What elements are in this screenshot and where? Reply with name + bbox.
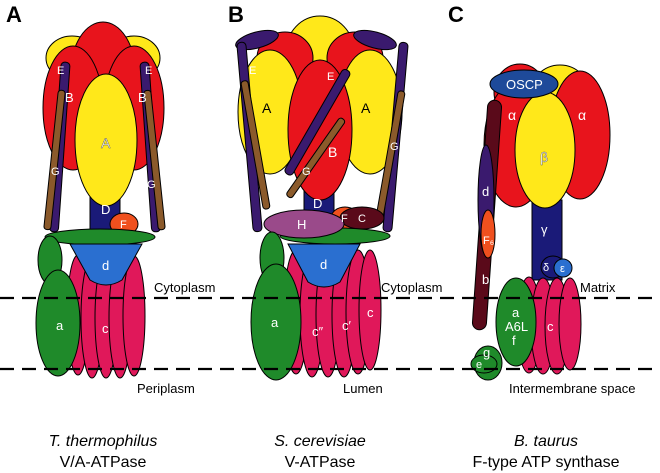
b-subunit-d-blue — [287, 243, 361, 288]
c-label-a: a — [512, 305, 520, 320]
c-label-g: g — [483, 345, 490, 360]
b-subunit-g-diagonal — [286, 117, 346, 199]
panel-c-letter: C — [448, 2, 464, 27]
c-label-beta: β — [540, 149, 548, 165]
c-caption-species: B. taurus — [514, 433, 578, 450]
a-region-top: Cytoplasm — [154, 280, 215, 295]
a-caption-enzyme: V/A-ATPase — [60, 454, 147, 471]
b-label-c-d: c′ — [342, 318, 352, 333]
b-region-bottom: Lumen — [343, 381, 383, 396]
c-region-bottom: Intermembrane space — [509, 381, 635, 396]
c-subunit-f6 — [480, 209, 496, 259]
c-region-top: Matrix — [580, 280, 616, 295]
a-label-d-blue: d — [102, 258, 109, 273]
a-subunit-d-blue — [69, 243, 143, 286]
c-label-a6l: A6L — [505, 319, 528, 334]
b-caption-enzyme: V-ATPase — [285, 454, 356, 471]
b-c-ring-6 — [358, 249, 382, 371]
a-label-a-green: a — [56, 318, 64, 333]
a-label-c: c — [102, 321, 109, 336]
b-subunit-g-left — [240, 80, 271, 210]
c-label-f6: F₆ — [483, 235, 494, 247]
c-c-ring-4 — [558, 277, 582, 371]
b-label-c: c — [367, 305, 374, 320]
c-label-oscp: OSCP — [506, 77, 543, 92]
a-label-b-left: B — [65, 90, 74, 105]
a-region-bottom: Periplasm — [137, 381, 195, 396]
b-label-g-right: G — [390, 141, 399, 153]
b-label-c-upper: C — [358, 213, 366, 225]
c-label-c: c — [547, 319, 554, 334]
b-label-e-left: E — [249, 65, 256, 77]
b-label-d-blue: d — [320, 257, 327, 272]
a-label-a: A — [101, 135, 111, 151]
a-label-g-right: G — [147, 179, 156, 191]
b-label-a-green: a — [271, 315, 279, 330]
c-label-epsilon: ε — [560, 263, 565, 275]
b-subunit-h — [263, 209, 345, 239]
a-caption-species: T. thermophilus — [49, 433, 158, 450]
b-caption-species: S. cerevisiae — [274, 433, 366, 450]
b-label-a-right: A — [361, 100, 371, 116]
c-subunit-epsilon — [553, 258, 573, 278]
c-label-e: e — [476, 359, 482, 371]
b-subunit-a — [250, 263, 302, 381]
panel-b: B — [228, 2, 442, 471]
c-label-alpha-left: α — [508, 107, 516, 123]
b-e-top-right — [353, 29, 397, 51]
a-subunit-g-right — [143, 89, 166, 231]
a-label-e-left: E — [57, 65, 64, 77]
c-label-d: d — [482, 184, 489, 199]
a-label-d-stalk: D — [101, 202, 110, 217]
b-label-c-dd: c″ — [312, 324, 324, 339]
a-label-b-right: B — [138, 90, 147, 105]
c-subunit-a-a6l — [495, 277, 537, 367]
c-label-b: b — [482, 272, 489, 287]
a-green-bar — [44, 228, 156, 246]
panel-c: C OSCP α α β γ — [448, 2, 635, 471]
b-label-f: F — [341, 213, 348, 225]
a-label-e-right: E — [145, 65, 152, 77]
a-subunit-a — [35, 269, 81, 377]
a-subunit-g-left — [43, 89, 66, 231]
b-region-top: Cytoplasm — [381, 280, 442, 295]
c-label-gamma: γ — [541, 222, 548, 237]
c-caption-enzyme: F-type ATP synthase — [472, 454, 619, 471]
a-c-ring-5 — [122, 255, 146, 377]
a-label-f: F — [120, 219, 127, 231]
a-label-g-left: G — [51, 166, 60, 178]
c-label-delta: δ — [543, 262, 549, 274]
c-subunit-oscp — [489, 69, 559, 99]
b-subunit-e-diagonal — [284, 69, 351, 176]
b-label-a-left: A — [262, 100, 272, 116]
b-label-g-diag: G — [302, 166, 311, 178]
panel-a-letter: A — [6, 2, 22, 27]
b-label-b: B — [328, 144, 337, 160]
panel-a: A E E B B A — [6, 2, 215, 471]
c-label-alpha-right: α — [578, 107, 586, 123]
panel-b-letter: B — [228, 2, 244, 27]
c-label-f: f — [512, 333, 516, 348]
a-subunit-a-yellow — [74, 73, 138, 207]
b-label-e-center: E — [327, 71, 334, 83]
b-label-d-stalk: D — [313, 196, 322, 211]
b-label-h: H — [297, 217, 306, 232]
